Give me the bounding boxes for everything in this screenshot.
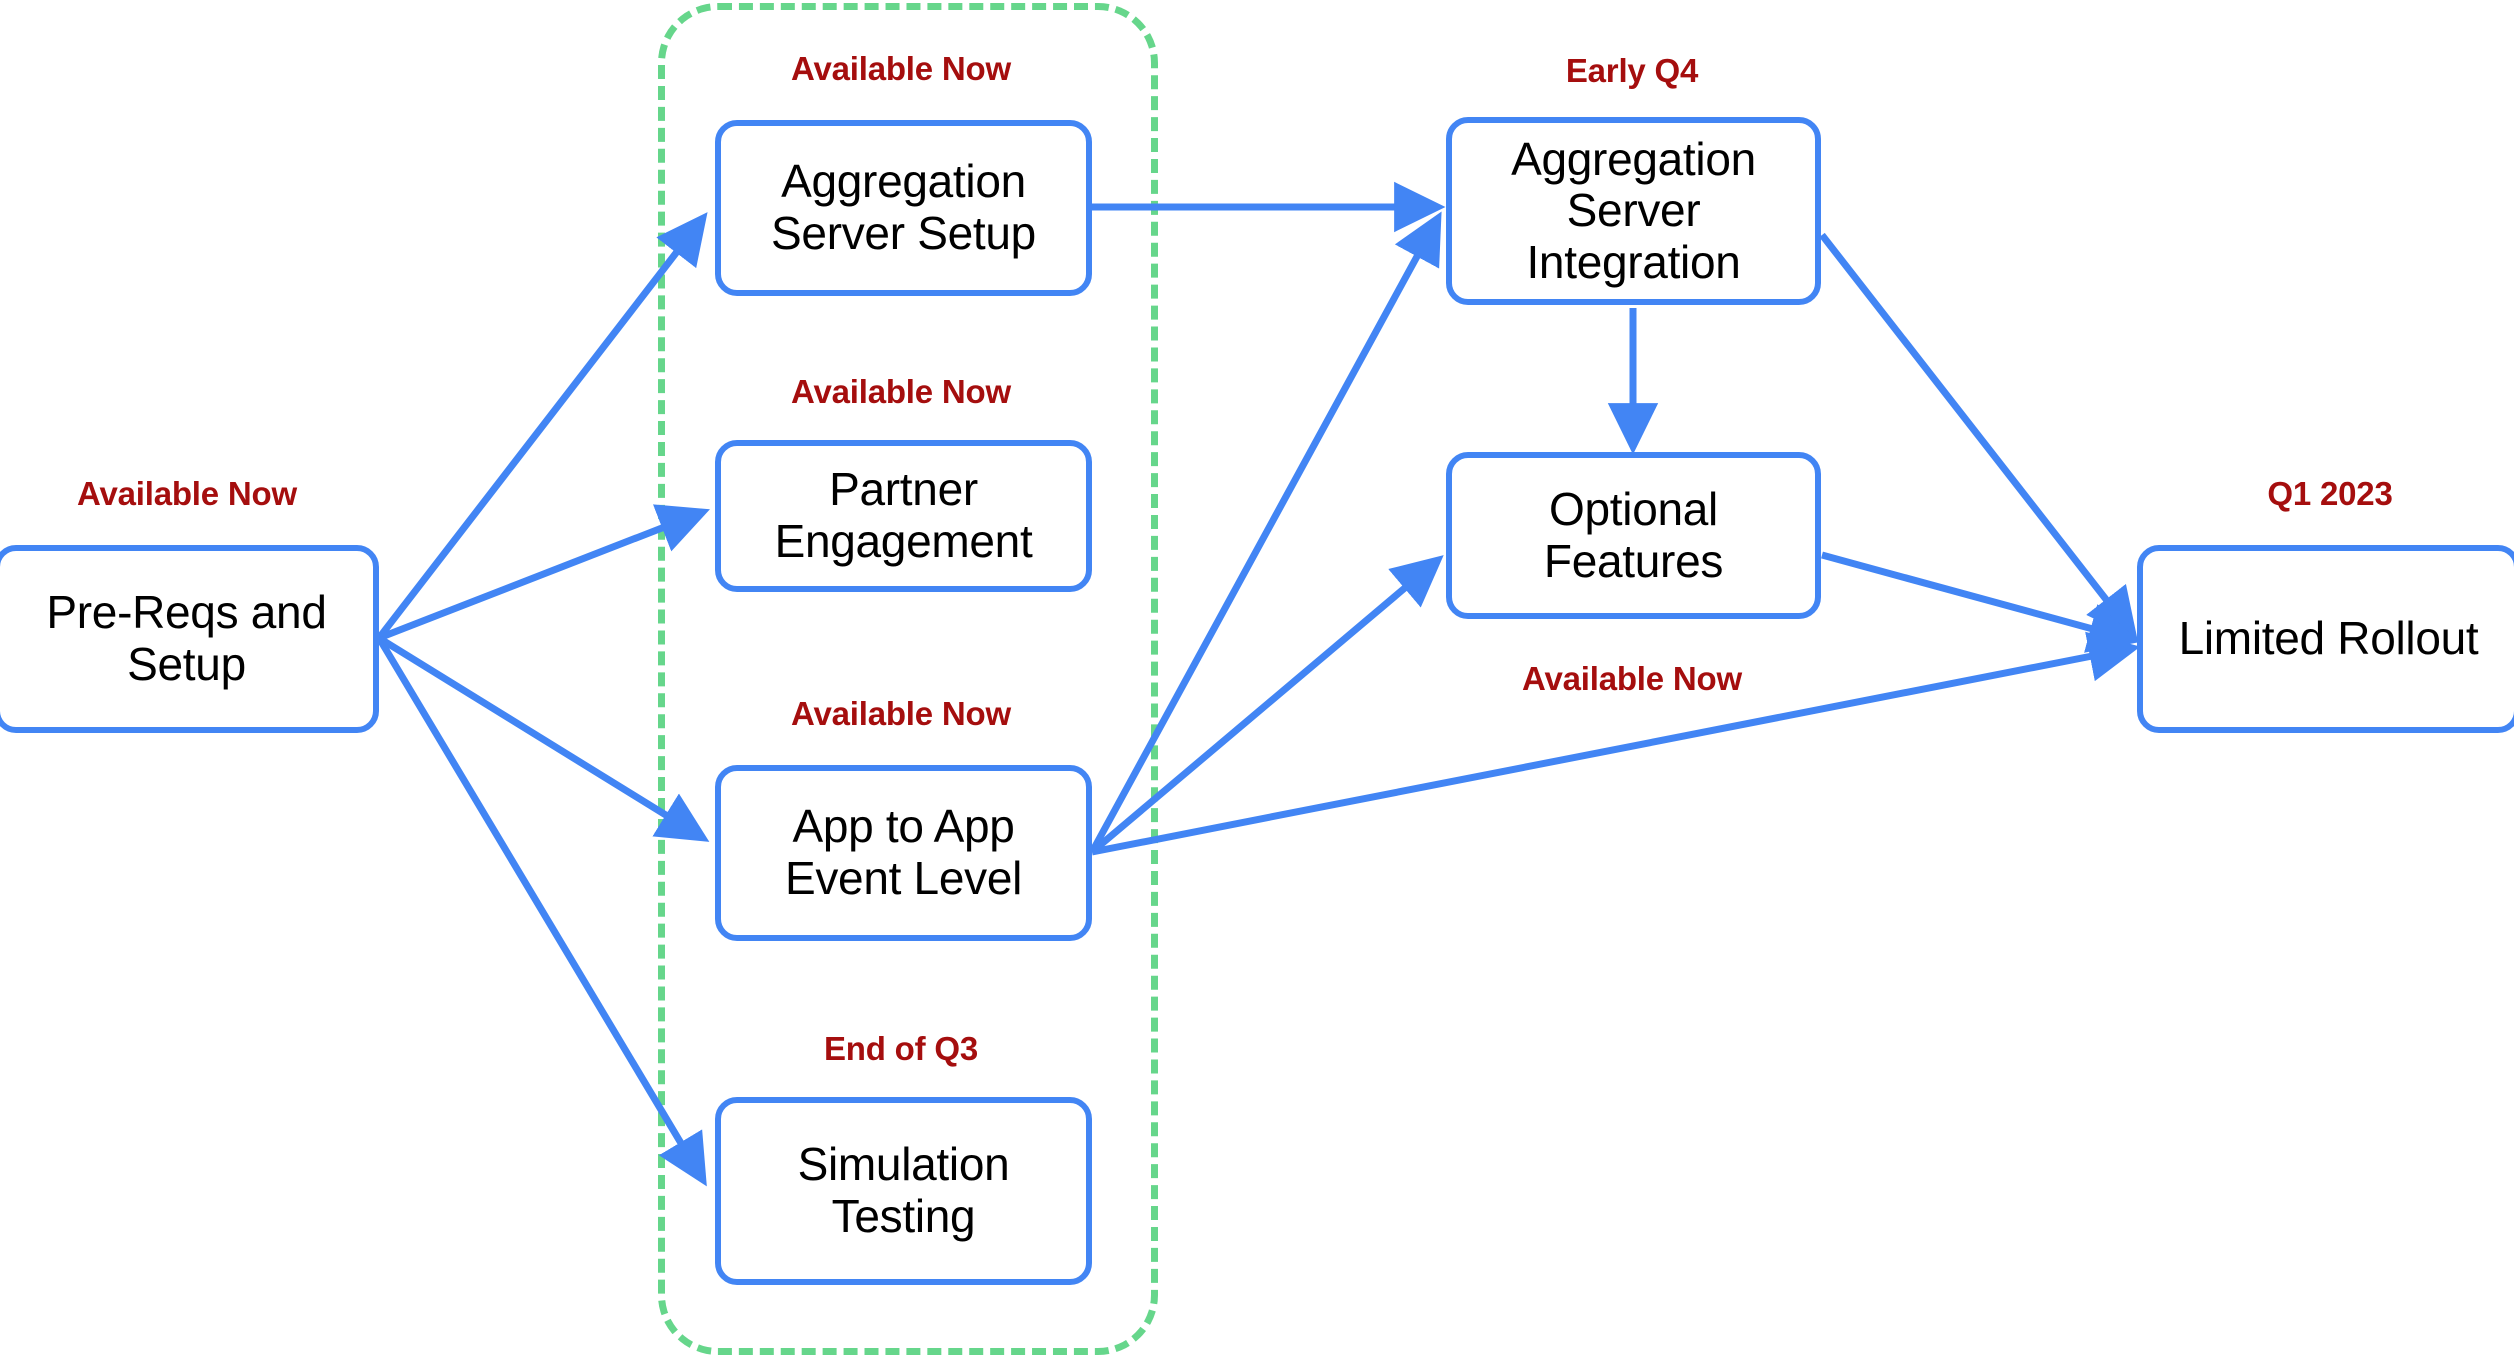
edge-agg-integration-to-limited-rollout [1819,232,2138,640]
node-aggregation-server-integration[interactable]: Aggregation Server Integration [1446,117,1821,305]
status-label-pre-reqs: Available Now [77,475,297,512]
status-label-limited-rollout: Q1 2023 [2267,475,2393,512]
edge-prereqs-to-partner-engagement [377,504,710,642]
node-limited-rollout[interactable]: Limited Rollout [2137,545,2514,733]
node-partner-engagement[interactable]: Partner Engagement [715,440,1092,592]
status-label-agg-server-setup: Available Now [791,50,1011,87]
status-label-optional-features: Available Now [1522,660,1742,697]
node-pre-reqs-and-setup[interactable]: Pre-Reqs and Setup [0,545,379,733]
node-app-to-app-event-level[interactable]: App to App Event Level [715,765,1092,941]
edge-optional-to-limited-rollout [1821,551,2141,653]
edge-prereqs-to-agg-server-setup [376,212,708,641]
status-label-simulation-testing: End of Q3 [823,1030,979,1067]
status-label-app-to-app: Available Now [791,695,1011,732]
node-optional-features[interactable]: Optional Features [1446,452,1821,619]
status-label-agg-server-integration: Early Q4 [1565,52,1699,89]
edge-prereqs-to-app-to-app [377,635,710,842]
edge-prereqs-to-simulation [375,636,707,1187]
status-label-partner-engagement: Available Now [791,373,1011,410]
node-simulation-testing[interactable]: Simulation Testing [715,1097,1092,1285]
node-aggregation-server-setup[interactable]: Aggregation Server Setup [715,120,1092,296]
